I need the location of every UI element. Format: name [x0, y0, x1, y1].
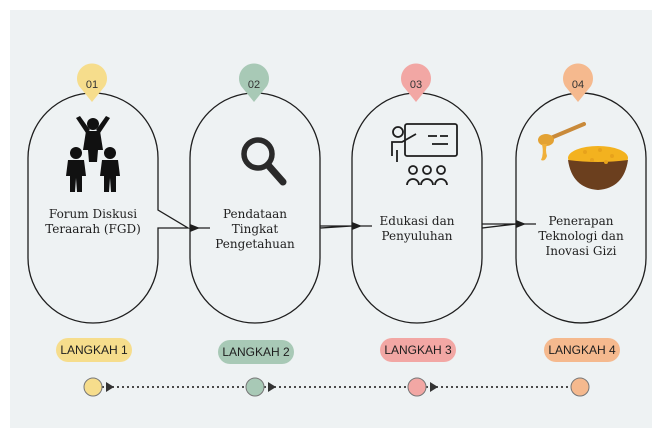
- step-4-label: LANGKAH 4: [544, 338, 620, 362]
- step-4-line-3: Inovasi Gizi: [545, 244, 617, 258]
- badge-pin-1: [77, 36, 109, 68]
- step-3-line-2: Penyuluhan: [381, 229, 453, 243]
- step-2-capsule: [189, 92, 353, 324]
- timeline-dot-1: [83, 377, 103, 397]
- step-1-text: Forum Diskusi Teraarah (FGD): [36, 207, 150, 237]
- step-4-line-2: Teknologi dan: [538, 229, 624, 243]
- step-1-line-2: Teraarah (FGD): [45, 222, 141, 236]
- step-2-label: LANGKAH 2: [218, 340, 294, 364]
- step-4-line-1: Penerapan: [548, 214, 614, 228]
- step-2-line-1: Pendataan: [222, 207, 288, 221]
- step-3-line-1: Edukasi dan: [379, 214, 455, 228]
- step-4-capsule: [515, 92, 647, 324]
- step-3-number: 03: [409, 79, 423, 91]
- step-2-number: 02: [247, 79, 261, 91]
- arrow-3-icon: [516, 220, 526, 228]
- timeline-dot-2: [245, 377, 265, 397]
- timeline-arrow-1-icon: [106, 382, 114, 392]
- timeline-arrow-3-icon: [430, 382, 438, 392]
- step-4-text: Penerapan Teknologi dan Inovasi Gizi: [524, 214, 638, 259]
- teacher-board-icon: [391, 123, 458, 186]
- step-2-text: Pendataan Tingkat Pengetahuan: [198, 207, 312, 252]
- step-2-line-2: Tingkat: [231, 222, 279, 236]
- timeline-arrow-2-icon: [268, 382, 276, 392]
- step-1-number: 01: [85, 79, 99, 91]
- arrow-2-icon: [352, 222, 362, 230]
- step-4-number: 04: [571, 79, 585, 91]
- step-2-line-3: Pengetahuan: [215, 237, 295, 251]
- step-3-label: LANGKAH 3: [380, 338, 456, 362]
- group-people-icon: [66, 116, 120, 192]
- step-1-capsule: [27, 92, 191, 324]
- step-3-capsule: [351, 92, 517, 324]
- timeline-dot-4: [570, 377, 590, 397]
- arrow-1-icon: [190, 224, 200, 232]
- honey-bowl-icon: [538, 122, 628, 190]
- timeline-dot-3: [407, 377, 427, 397]
- magnifier-icon: [241, 137, 287, 186]
- step-3-text: Edukasi dan Penyuluhan: [360, 214, 474, 244]
- step-1-line-1: Forum Diskusi: [48, 207, 138, 221]
- step-1-label: LANGKAH 1: [56, 338, 132, 362]
